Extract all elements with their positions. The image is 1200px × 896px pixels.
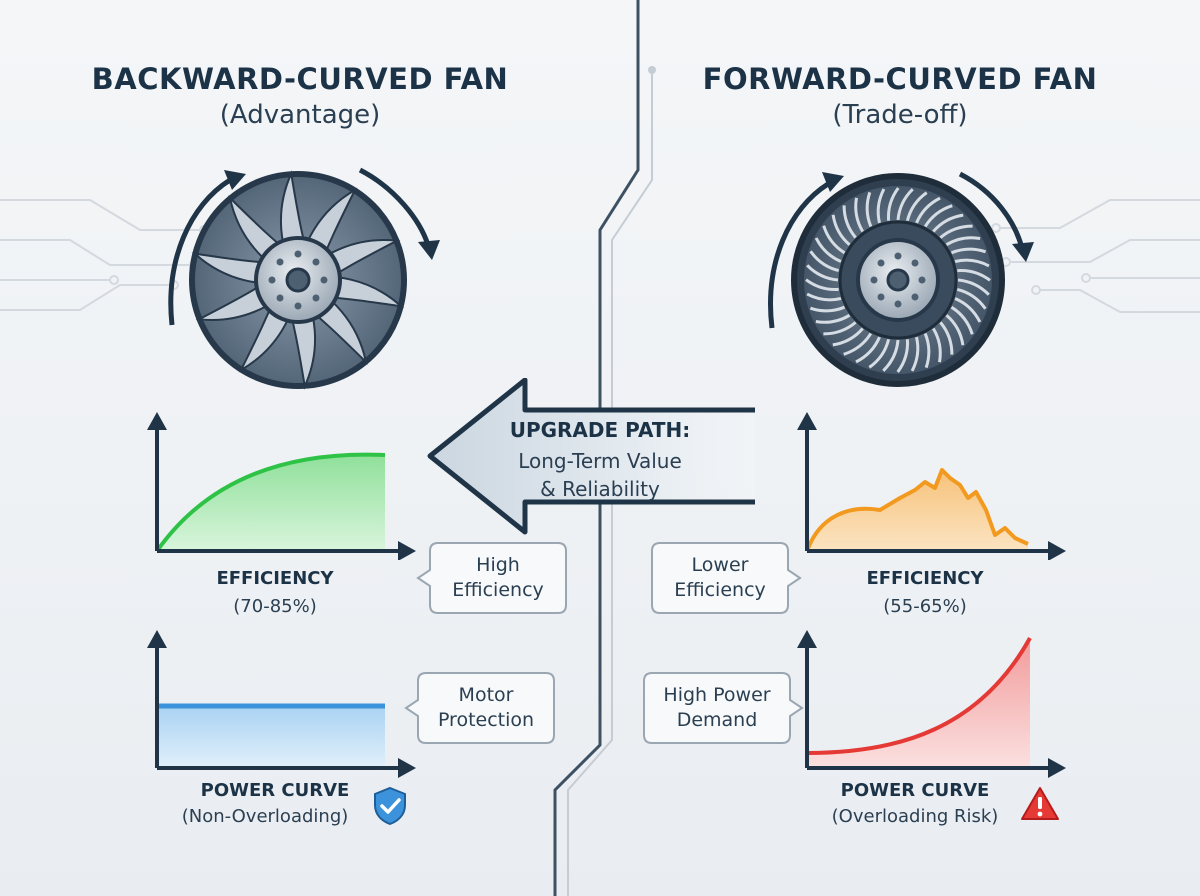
- forward-fan-blade: [939, 321, 954, 355]
- right-power-curve: [806, 637, 1032, 755]
- left-power-sub: (Non-Overloading): [181, 806, 349, 827]
- forward-fan-blade: [806, 292, 842, 302]
- right-efficiency-range: (55-65%): [883, 596, 967, 617]
- forward-fan-blade: [809, 305, 846, 313]
- right-circuit-traces: [991, 199, 1200, 313]
- forward-fan-blade: [865, 191, 873, 228]
- forward-fan-blade: [806, 264, 839, 282]
- forward-fan-blade: [954, 297, 982, 323]
- upgrade-path-title: UPGRADE PATH:: [509, 418, 691, 442]
- forward-fan-blade: [945, 236, 981, 246]
- forward-curved-fan-icon: [768, 171, 1034, 387]
- left-efficiency-callout-line1: High: [476, 554, 520, 576]
- left-power-label: POWER CURVE: [200, 780, 350, 801]
- forward-fan-blade: [805, 278, 839, 292]
- right-power-callout-line2: Demand: [676, 709, 758, 731]
- forward-fan-blade: [882, 339, 900, 372]
- left-efficiency-chart: [147, 412, 416, 560]
- forward-fan-blade: [939, 224, 973, 239]
- forward-fan-blade: [868, 338, 891, 369]
- forward-fan-blade: [896, 188, 914, 221]
- right-efficiency-callout-line1: Lower: [691, 554, 749, 576]
- left-title: BACKWARD-CURVED FAN: [91, 62, 509, 96]
- forward-fan-blade: [905, 191, 928, 222]
- right-power-callout: High Power Demand: [644, 683, 790, 733]
- left-efficiency-label: EFFICIENCY: [216, 568, 334, 589]
- left-efficiency-area: [157, 454, 385, 551]
- forward-fan-blade: [886, 187, 900, 221]
- forward-fan-blade: [842, 205, 857, 239]
- left-power-callout-line2: Protection: [437, 709, 535, 731]
- forward-fan-blade: [809, 250, 840, 273]
- right-power-chart: [797, 630, 1066, 778]
- right-efficiency-callout-bubble: [651, 542, 802, 614]
- forward-fan-blade: [932, 327, 942, 363]
- forward-fan-blade: [923, 204, 953, 228]
- forward-fan-blade: [945, 314, 965, 346]
- forward-fan-blade: [855, 336, 881, 364]
- left-efficiency-range: (70-85%): [233, 596, 317, 617]
- right-power-area: [807, 638, 1030, 768]
- upgrade-path-line2: & Reliability: [540, 477, 660, 501]
- right-power-sub: (Overloading Risk): [831, 806, 999, 827]
- left-power-area: [157, 706, 385, 768]
- forward-fan-blade: [957, 278, 990, 296]
- forward-fan-blade: [950, 247, 987, 255]
- right-power-callout-bubble: [643, 672, 804, 744]
- forward-fan-blade: [950, 305, 974, 335]
- forward-fan-blade: [923, 332, 931, 369]
- forward-fan-blade: [910, 336, 920, 372]
- forward-fan-blade: [832, 327, 864, 347]
- left-power-chart: [147, 630, 416, 778]
- forward-fan-blade: [843, 332, 873, 356]
- left-efficiency-curve: [155, 452, 386, 553]
- left-efficiency-callout-bubble: [416, 542, 567, 614]
- right-power-callout-line1: High Power: [663, 684, 771, 706]
- upgrade-path-arrow: [427, 378, 755, 535]
- right-title: FORWARD-CURVED FAN: [702, 62, 1098, 96]
- right-power-label: POWER CURVE: [840, 780, 990, 801]
- forward-fan-blade: [822, 225, 846, 255]
- left-power-callout-line1: Motor: [458, 684, 514, 706]
- forward-fan-blade: [896, 339, 910, 373]
- left-efficiency-callout-line2: Efficiency: [452, 579, 544, 601]
- forward-fan-blade: [823, 321, 857, 336]
- forward-fan-blade: [954, 258, 990, 268]
- forward-fan-blade: [957, 268, 991, 282]
- right-efficiency-chart: [797, 412, 1066, 560]
- forward-fan-blade: [815, 314, 851, 324]
- warning-triangle-icon: [1021, 787, 1059, 820]
- upgrade-path-line1: Long-Term Value: [518, 449, 682, 473]
- right-efficiency-label: EFFICIENCY: [866, 568, 984, 589]
- left-efficiency-callout: High Efficiency: [430, 553, 566, 603]
- right-efficiency-area: [807, 470, 1028, 551]
- left-subtitle: (Advantage): [219, 100, 381, 130]
- forward-fan-blade: [814, 237, 842, 263]
- right-efficiency-callout-line2: Efficiency: [674, 579, 766, 601]
- forward-fan-blade: [831, 214, 851, 246]
- shield-check-icon: [374, 786, 406, 826]
- forward-fan-blade: [915, 196, 941, 224]
- forward-fan-blade: [932, 213, 964, 233]
- left-power-callout: Motor Protection: [418, 683, 554, 733]
- right-subtitle: (Trade-off): [832, 100, 968, 130]
- right-efficiency-curve: [805, 468, 1029, 552]
- right-efficiency-callout: Lower Efficiency: [652, 553, 788, 603]
- backward-curved-fan-icon: [168, 167, 440, 390]
- forward-fan-blade: [876, 188, 886, 224]
- forward-fan-blade: [956, 287, 987, 310]
- left-power-callout-bubble: [404, 672, 555, 744]
- forward-fan-blade: [854, 197, 864, 233]
